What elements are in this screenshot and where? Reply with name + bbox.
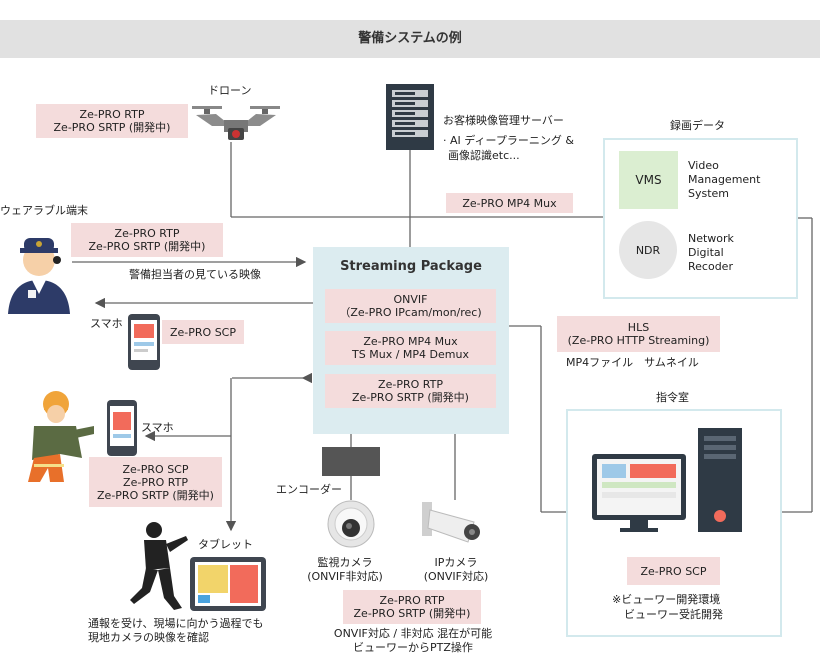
vms-line-2: Management [688,173,761,186]
encoder-device [322,447,380,476]
module-rtp: Ze-PRO RTP Ze-PRO SRTP (開発中) [325,374,496,408]
phone-top-label: スマホ [90,317,123,330]
tablet-caption-line-1: 通報を受け、現場に向かう過程でも [88,617,264,630]
server-note-1: · AI ディープラーニング & [443,134,574,147]
camera-protocol-line-1: Ze-PRO RTP [379,594,445,607]
module-rtp-line-1: Ze-PRO RTP [378,378,443,391]
vms-description: Video Management System [688,159,760,201]
camera-protocol-tag: Ze-PRO RTP Ze-PRO SRTP (開発中) [343,590,481,624]
tablet-caption-line-2: 現地カメラの映像を確認 [88,631,209,644]
command-room-protocol-tag: Ze-PRO SCP [627,557,720,585]
wearable-protocol-line-1: Ze-PRO RTP [114,227,180,240]
phone-worker-protocol-line-1: Ze-PRO SCP [122,462,189,476]
tablet-label: タブレット [198,538,253,551]
drone-protocol-line-2: Ze-PRO SRTP (開発中) [53,121,171,134]
ndr-line-2: Digital [688,246,724,259]
camera-caption-line-2: ビューワーからPTZ操作 [353,641,473,654]
command-room-note-2: ビューワー受託開発 [624,608,723,621]
wearable-protocol-tag: Ze-PRO RTP Ze-PRO SRTP (開発中) [71,223,223,257]
drone-protocol-line-1: Ze-PRO RTP [79,108,145,121]
smartphone-icon [128,314,160,370]
dome-camera-line-2: (ONVIF非対応) [307,570,383,583]
server-note-2: 画像認識etc... [448,149,520,162]
smartphone-icon-worker [107,400,137,456]
camera-caption-line-1: ONVIF対応 / 非対応 混在が可能 [333,627,493,640]
drone-icon [192,106,280,140]
ndr-description: Network Digital Recoder [688,232,734,274]
drone-label: ドローン [208,84,252,97]
hls-line-2: (Ze-PRO HTTP Streaming) [567,334,710,347]
module-onvif-line-2: （Ze-PRO IPcam/mon/rec) [339,306,482,319]
wearable-protocol-line-2: Ze-PRO SRTP (開発中) [88,240,206,253]
hls-line-1: HLS [627,321,650,334]
ndr-line-1: Network [688,232,734,245]
ip-camera-icon [422,502,480,543]
hls-tag: HLS (Ze-PRO HTTP Streaming) [557,316,720,352]
mp4-mux-tag: Ze-PRO MP4 Mux [446,193,573,213]
module-mux-line-1: Ze-PRO MP4 Mux [363,335,458,348]
ip-camera-label: IPカメラ (ONVIF対応) [410,556,502,584]
camera-caption: ONVIF対応 / 非対応 混在が可能 ビューワーからPTZ操作 [315,627,511,655]
phone-top-protocol-tag: Ze-PRO SCP [162,320,244,344]
vms-badge: VMS [619,151,678,209]
hls-caption: MP4ファイル サムネイル [566,356,699,369]
dome-camera-label: 監視カメラ (ONVIF非対応) [290,556,400,584]
command-room-title: 指令室 [656,391,689,404]
camera-protocol-line-2: Ze-PRO SRTP (開発中) [353,607,471,620]
phone-worker-protocol-tag: Ze-PRO SCP Ze-PRO RTP Ze-PRO SRTP (開発中) [89,457,222,507]
workstation-icon [592,428,742,532]
module-rtp-line-2: Ze-PRO SRTP (開発中) [352,391,469,404]
phone-worker-protocol-line-2: Ze-PRO RTP [123,475,188,489]
phone-worker-label: スマホ [141,421,174,434]
drone-protocol-tag: Ze-PRO RTP Ze-PRO SRTP (開発中) [36,104,188,138]
running-guard-icon [130,522,188,610]
phone-worker-protocol-line-3: Ze-PRO SRTP (開発中) [97,488,214,502]
command-room-note-1: ※ビューワー開発環境 [612,593,721,606]
command-room-panel [566,409,782,637]
server-icon [386,84,434,150]
ip-camera-line-2: (ONVIF対応) [423,570,489,583]
dome-camera-icon [327,500,375,548]
dome-camera-line-1: 監視カメラ [317,556,373,569]
field-worker-icon [28,391,94,482]
ndr-badge: NDR [619,221,677,279]
module-onvif: ONVIF （Ze-PRO IPcam/mon/rec) [325,289,496,323]
wearable-stream-caption: 警備担当者の見ている映像 [129,268,261,281]
vms-line-3: System [688,187,730,200]
vms-line-1: Video [688,159,719,172]
module-mux-line-2: TS Mux / MP4 Demux [352,348,469,361]
module-mux: Ze-PRO MP4 Mux TS Mux / MP4 Demux [325,331,496,365]
tablet-icon [190,557,266,611]
server-label: お客様映像管理サーバー [443,114,564,127]
recording-title: 録画データ [670,119,725,132]
page-title: 警備システムの例 [0,20,820,58]
wearable-label: ウェアラブル端末 [0,204,88,217]
tablet-caption: 通報を受け、現場に向かう過程でも 現地カメラの映像を確認 [88,617,263,645]
security-guard-icon [8,238,70,314]
streaming-package-title: Streaming Package [340,259,482,274]
module-onvif-line-1: ONVIF [393,293,428,306]
ip-camera-line-1: IPカメラ [434,556,478,569]
ndr-line-3: Recoder [688,260,733,273]
encoder-label: エンコーダー [276,483,342,496]
